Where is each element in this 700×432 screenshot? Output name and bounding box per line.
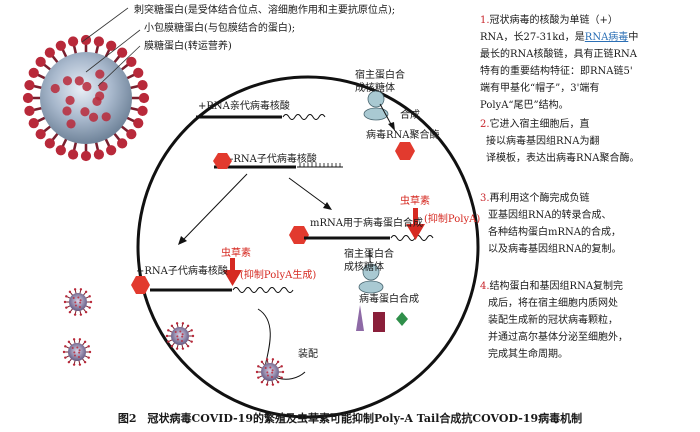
rna-polymerase-hexagon-icon [289,226,309,244]
assembly-label: 装配 [298,349,318,360]
host-ribosome-label-2b: 成核糖体 [344,262,384,273]
note-2-line-3: 译模板，表达出病毒RNA聚合酶。 [486,153,640,164]
ribosome-icon [358,263,384,294]
plus-rna-child-label: +RNA子代病毒核酸 [136,266,228,277]
cordycepin-arrow-shaft [230,258,235,272]
note-2-line-2: 接以病毒基因组RNA为翻 [486,136,600,147]
mrna-label: mRNA用于病毒蛋白合成 [310,218,423,229]
cordycepin-arrow-head [406,224,425,240]
protein-synthesis-label: 病毒蛋白合成 [359,294,419,305]
note-4: 4.结构蛋白和基因组RNA复制完 成后，将在宿主细胞内质网处 装配生成新的冠状病… [480,278,695,363]
rna-virus-link[interactable]: RNA病毒 [584,32,629,43]
cordycepin-label-2: 虫草素 [221,248,251,259]
figure-caption: 图2 冠状病毒COVID-19的繁殖及虫草素可能抑制Poly-A Tail合成抗… [117,412,583,425]
assembly-curve [257,308,306,380]
note-4-line-1: 结构蛋白和基因组RNA复制完 [489,281,624,292]
note-1: 1.冠状病毒的核酸为单链（+） RNA，长27-31kd，是RNA病毒中 最长的… [480,12,695,114]
note-3-line-4: 以及病毒基因组RNA的复制。 [488,244,622,255]
arrow-to-mrna [288,177,328,207]
host-cell-outline [136,75,480,419]
coronavirus-illustration [22,34,150,162]
inhibit-polya-label-1: (抑制PolyA) [424,214,481,225]
note-1-line-3: 最长的RNA核酸链，具有正链RNA [480,49,638,60]
synthesis-label: 合成 [400,110,420,121]
structural-protein-triangle-icon [356,305,364,331]
note-1-line-6: PolyA“尾巴”结构。 [480,100,569,111]
small-envelope-label: 小包膜糖蛋白(与包膜结合的蛋白); [144,23,296,34]
note-3-line-1: 再利用这个酶完成负链 [489,193,590,204]
note-2-line-1: 它进入宿主细胞后，直 [489,119,590,130]
note-1-line-5: 端有甲基化“帽子”，3'端有 [480,83,600,94]
callout-line-membrane [97,45,141,87]
note-1-line-1: 冠状病毒的核酸为单链（+） [489,15,618,26]
host-ribosome-label-1b: 成核糖体 [355,83,395,94]
note-4-line-4: 并通过高尔基体分泌至细胞外， [488,332,628,343]
note-2-number: 2. [480,119,490,130]
arrowhead [178,236,187,245]
cordycepin-arrow-shaft [413,208,418,226]
callout-line-spike [81,7,129,43]
note-4-line-3: 装配生成新的冠状病毒颗粒， [488,315,618,326]
note-4-number: 4. [480,281,490,292]
note-1-line-4: 特有的重要结构特征：即RNA链5' [480,66,633,77]
structural-protein-rect-icon [373,312,385,332]
ribosome-icon [363,90,389,121]
note-1-line-2b: 中 [628,32,639,43]
note-1-number: 1. [480,15,490,26]
plus-rna-polya-tail [282,114,326,120]
host-ribosome-label-2a: 宿主蛋白合 [344,249,394,260]
arrow-to-polymerase [379,103,393,127]
rna-polymerase-hexagon-icon [395,142,415,160]
note-1-line-2a: RNA，长27-31kd，是 [480,32,585,43]
callout-line-envelope [85,29,141,73]
note-3-line-3: 各种结构蛋白mRNA的合成， [488,227,621,238]
cordycepin-arrow-head [223,270,242,286]
spike-protein-label: 刺突糖蛋白(是受体结合位点、溶细胞作用和主要抗原位点); [134,5,396,16]
rna-polymerase-label: 病毒RNA聚合酶 [366,130,440,141]
host-ribosome-label-1a: 宿主蛋白合 [355,70,405,81]
small-virus-particles [62,288,285,386]
note-2: 2.它进入宿主细胞后，直 接以病毒基因组RNA为翻 译模板，表达出病毒RNA聚合… [480,116,695,167]
minus-rna-label: -RNA子代病毒核酸 [230,154,317,165]
arrow-to-plus-rna-child [182,173,248,241]
note-3-line-2: 亚基因组RNA的转录合成、 [488,210,612,221]
rna-polymerase-hexagon-icon [213,153,232,169]
arrowhead [388,122,395,131]
note-3: 3.再利用这个酶完成负链 亚基因组RNA的转录合成、 各种结构蛋白mRNA的合成… [480,190,695,258]
note-4-line-5: 完成其生命周期。 [488,349,568,360]
plus-rna-child-polya-tail [232,287,294,293]
rna-polymerase-hexagon-icon [131,276,150,294]
plus-rna-parent-label: +RNA亲代病毒核酸 [198,101,290,112]
inhibit-polya-label-2: (抑制PolyA生成) [240,270,317,281]
note-3-number: 3. [480,193,490,204]
mrna-polya-tail [390,235,434,241]
structural-protein-diamond-icon [396,312,408,326]
membrane-protein-label: 膜糖蛋白(转运营养) [144,41,232,52]
cordycepin-label-1: 虫草素 [400,196,430,207]
arrowhead [323,202,332,210]
note-4-line-2: 成后，将在宿主细胞内质网处 [488,298,618,309]
minus-rna-ticks [299,163,341,167]
